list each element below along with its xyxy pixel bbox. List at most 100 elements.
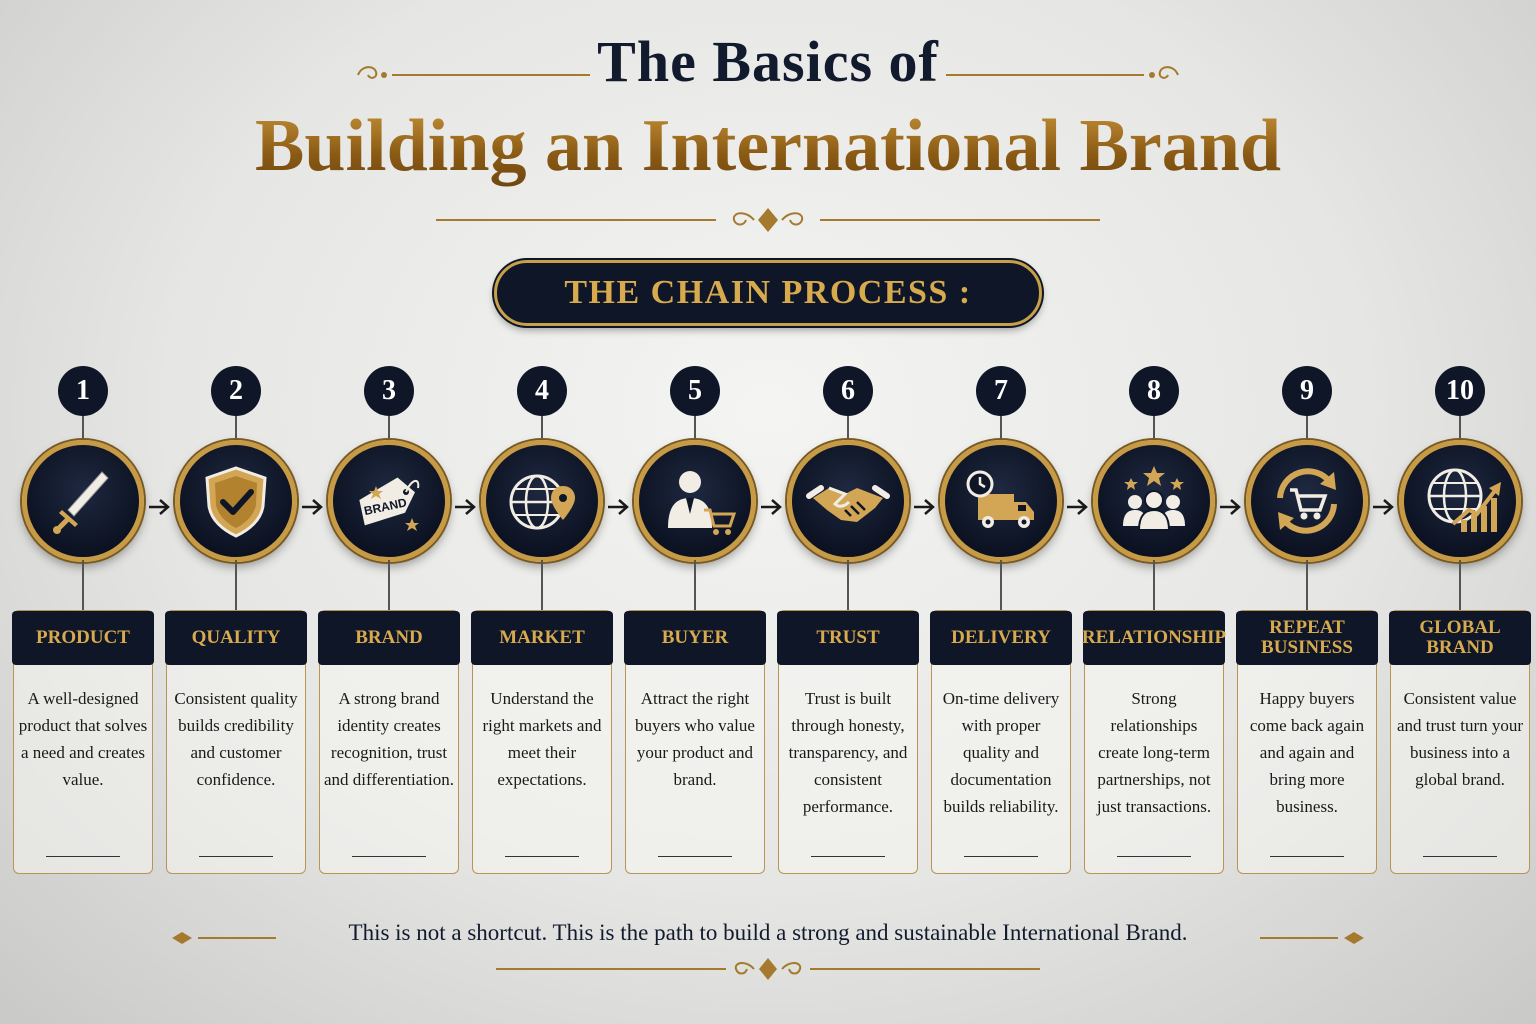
connector-line [1459, 560, 1461, 612]
step-title: MARKET [471, 611, 613, 665]
connector-line [541, 560, 543, 612]
connector-line [1306, 560, 1308, 612]
footer-text: This is not a shortcut. This is the path… [348, 920, 1188, 945]
step-icon-circle [22, 440, 144, 562]
connector-line [1153, 416, 1155, 442]
step-icon-circle [1399, 440, 1521, 562]
bottom-divider-ornament [496, 958, 1040, 980]
step-icon-circle [481, 440, 603, 562]
right-title-ornament [946, 66, 1179, 79]
chain-step-4: 4 MARKET Understand the right markets an… [467, 366, 617, 876]
connector-line [82, 416, 84, 442]
step-number-badge: 8 [1129, 366, 1179, 416]
card-underline [811, 856, 885, 857]
chain-step-8: 8 RELATIONSHIP Strong relationships crea… [1079, 366, 1229, 876]
footer-right-ornament [1260, 932, 1364, 944]
card-underline [1423, 856, 1497, 857]
step-title: RELATIONSHIP [1082, 611, 1226, 665]
step-description: Strong relationships create long-term pa… [1096, 689, 1212, 816]
flow-arrow-icon [1373, 499, 1394, 515]
step-title: QUALITY [165, 611, 307, 665]
footer-left-ornament [172, 932, 276, 944]
flow-arrow-icon [302, 499, 323, 515]
step-card: BRAND A strong brand identity creates re… [318, 610, 460, 874]
chain-step-1: 1 PRODUCT A well-designed product that s… [8, 366, 158, 876]
chain-step-3: 3 BRAND BRAND A strong brand identity cr… [314, 366, 464, 876]
card-underline [199, 856, 273, 857]
connector-line [82, 560, 84, 612]
step-title: REPEAT BUSINESS [1236, 611, 1378, 665]
step-description: On-time delivery with proper quality and… [942, 689, 1060, 816]
step-card: BUYER Attract the right buyers who value… [624, 610, 766, 874]
globe-growth-icon [1427, 468, 1501, 532]
step-title: BRAND [318, 611, 460, 665]
step-description: A well-designed product that solves a ne… [18, 689, 148, 789]
flow-arrow-icon [455, 499, 476, 515]
step-number-badge: 6 [823, 366, 873, 416]
step-card: QUALITY Consistent quality builds credib… [165, 610, 307, 874]
card-underline [46, 856, 120, 857]
flow-arrow-icon [761, 499, 782, 515]
step-icon-circle [787, 440, 909, 562]
connector-line [1153, 560, 1155, 612]
step-card: MARKET Understand the right markets and … [471, 610, 613, 874]
connector-line [847, 416, 849, 442]
center-divider-ornament [436, 208, 1100, 232]
flow-arrow-icon [1067, 499, 1088, 515]
sword-icon [53, 471, 109, 534]
chain-step-9: 9 REPEAT BUSINESS Happy buyers come back… [1232, 366, 1382, 876]
step-number-badge: 1 [58, 366, 108, 416]
step-number-badge: 10 [1435, 366, 1485, 416]
step-description: Happy buyers come back again and again a… [1249, 689, 1365, 816]
title-line-1: The Basics of [597, 29, 939, 94]
step-title: PRODUCT [12, 611, 154, 665]
step-number-badge: 4 [517, 366, 567, 416]
connector-line [235, 560, 237, 612]
step-description: Understand the right markets and meet th… [482, 689, 602, 789]
connector-line [847, 560, 849, 612]
chain-process-label: THE CHAIN PROCESS : [564, 274, 972, 311]
flow-arrow-icon [149, 499, 170, 515]
connector-line [694, 416, 696, 442]
connector-line [541, 416, 543, 442]
step-number-badge: 2 [211, 366, 261, 416]
card-underline [964, 856, 1038, 857]
step-card: REPEAT BUSINESS Happy buyers come back a… [1236, 610, 1378, 874]
globe-pin-icon [509, 474, 575, 530]
handshake-icon [806, 485, 890, 522]
buyer-cart-icon [668, 471, 737, 535]
step-icon-circle [940, 440, 1062, 562]
step-description: A strong brand identity creates recognit… [324, 689, 454, 789]
chain-step-10: 10 GLOBAL BRAND Consistent value and tru… [1385, 366, 1535, 876]
connector-line [1459, 416, 1461, 442]
flow-arrow-icon [914, 499, 935, 515]
connector-line [1000, 416, 1002, 442]
connector-line [388, 560, 390, 612]
card-underline [505, 856, 579, 857]
step-number-badge: 5 [670, 366, 720, 416]
brand-tag-icon: BRAND [359, 477, 420, 531]
chain-process-banner: THE CHAIN PROCESS : [494, 260, 1042, 326]
step-icon-circle [1246, 440, 1368, 562]
step-icon-circle [175, 440, 297, 562]
chain-step-2: 2 QUALITY Consistent quality builds cred… [161, 366, 311, 876]
step-card: PRODUCT A well-designed product that sol… [12, 610, 154, 874]
step-number-badge: 9 [1282, 366, 1332, 416]
step-description: Consistent quality builds credibility an… [174, 689, 298, 789]
connector-line [388, 416, 390, 442]
step-card: DELIVERY On-time delivery with proper qu… [930, 610, 1072, 874]
step-card: RELATIONSHIP Strong relationships create… [1082, 610, 1226, 874]
card-underline [1117, 856, 1191, 857]
chain-step-7: 7 DELIVERY On-time delivery with proper … [926, 366, 1076, 876]
step-title: BUYER [624, 611, 766, 665]
card-underline [352, 856, 426, 857]
chain-step-5: 5 BUYER Attract the right buyers who val… [620, 366, 770, 876]
flow-arrow-icon [608, 499, 629, 515]
left-title-ornament [357, 66, 590, 79]
step-title: DELIVERY [930, 611, 1072, 665]
step-icon-circle: BRAND [328, 440, 450, 562]
chain-step-6: 6 TRUST Trust is built through honesty, … [773, 366, 923, 876]
step-icon-circle [1093, 440, 1215, 562]
delivery-truck-icon [966, 470, 1034, 528]
step-title: GLOBAL BRAND [1389, 611, 1531, 665]
